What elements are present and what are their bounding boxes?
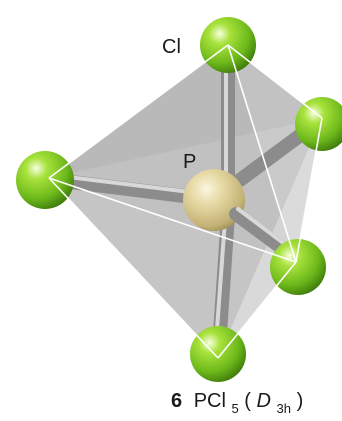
edge-left-to-bottom xyxy=(48,177,219,359)
back-face-upper xyxy=(49,45,322,178)
chlorine-atom-equatorial-left xyxy=(16,151,74,209)
caption-paren-open: ( xyxy=(244,390,251,412)
chlorine-atom-equatorial-back xyxy=(295,97,342,151)
edge-left-to-front xyxy=(48,177,297,263)
caption-point-group-subscript: 3h xyxy=(277,401,291,416)
caption-paren-close: ) xyxy=(297,390,304,412)
front-face-lower-left xyxy=(49,178,296,358)
label-phosphorus: P xyxy=(183,151,196,173)
edge-top-to-front xyxy=(227,44,297,263)
bond-equatorial-front-highlight xyxy=(236,207,292,250)
caption-number: 6 xyxy=(171,390,182,412)
edge-top-to-left xyxy=(48,44,229,179)
figure-caption: 6 PCl 5 ( D 3h ) xyxy=(171,390,303,418)
caption-formula-subscript: 5 xyxy=(231,401,238,416)
edge-top-to-back xyxy=(227,44,323,119)
edge-front-to-bottom xyxy=(217,261,297,359)
chlorine-atom-equatorial-front xyxy=(270,239,326,295)
bond-equatorial-left-highlight xyxy=(58,174,200,195)
label-chlorine: Cl xyxy=(162,36,181,58)
bipyramid-edges xyxy=(48,44,323,359)
bond-axial-bottom xyxy=(212,208,235,355)
caption-formula: PCl xyxy=(194,390,226,412)
bond-axial-bottom-highlight xyxy=(214,218,227,345)
edge-back-to-front xyxy=(295,117,323,263)
caption-point-group: D xyxy=(257,390,271,412)
bond-equatorial-left xyxy=(48,173,207,205)
